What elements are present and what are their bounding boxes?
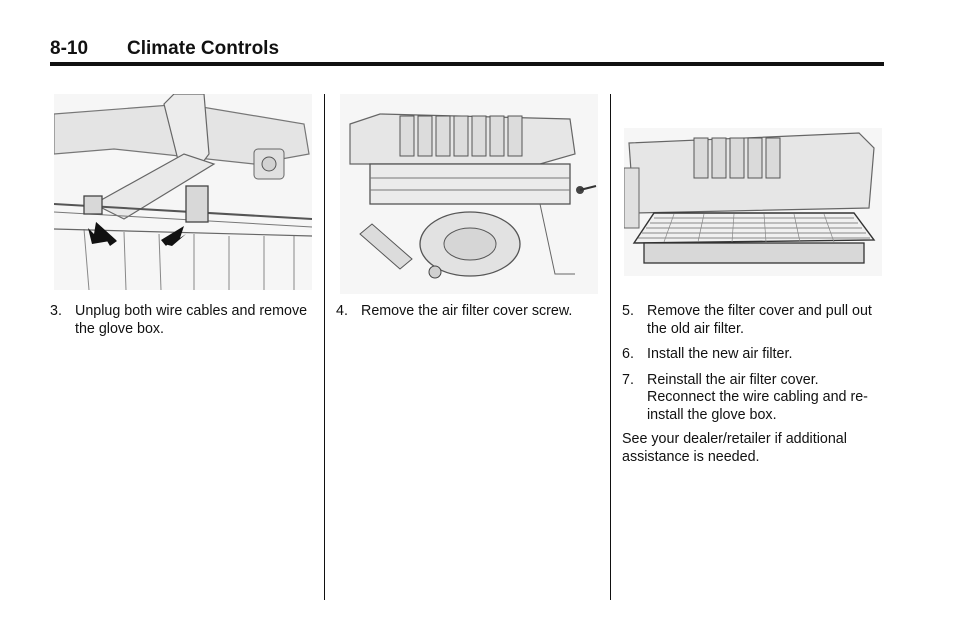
column-divider [324,94,325,600]
step-text: Reinstall the air filter cover. Reconnec… [647,371,868,423]
step-number: 7. [622,371,634,388]
glove-box-wire-cables-illustration [54,94,312,290]
page-number: 8-10 [50,38,89,59]
step-number: 5. [622,303,634,319]
assistance-note: See your dealer/retailer if additional a… [622,431,847,465]
step-list: 5. Remove the filter cover and pull out … [622,303,884,432]
step-text: Install the new air filter. [647,346,793,362]
step-item: 3. Unplug both wire cables and remove th… [50,303,312,338]
air-filter-removal-illustration [624,128,882,276]
step-number: 4. [336,303,348,319]
step-text: Remove the filter cover and pull out the… [647,303,872,337]
step-list: 4. Remove the air filter cover screw. [336,303,598,329]
step-item: 7. Reinstall the air filter cover. Recon… [622,372,884,425]
step-number: 6. [622,346,634,362]
header-rule [50,62,884,66]
air-filter-cover-screw-illustration [340,94,598,294]
page-header: 8-10 Climate Controls [50,38,884,63]
step-number: 3. [50,303,62,319]
step-item: 4. Remove the air filter cover screw. [336,303,598,321]
step-list: 3. Unplug both wire cables and remove th… [50,303,312,346]
step-item: 6. Install the new air filter. [622,346,884,364]
step-text: Remove the air filter cover screw. [361,303,573,319]
column-divider [610,94,611,600]
step-item: 5. Remove the filter cover and pull out … [622,303,884,338]
section-title: Climate Controls [127,38,280,59]
step-text: Unplug both wire cables and remove the g… [75,303,308,337]
